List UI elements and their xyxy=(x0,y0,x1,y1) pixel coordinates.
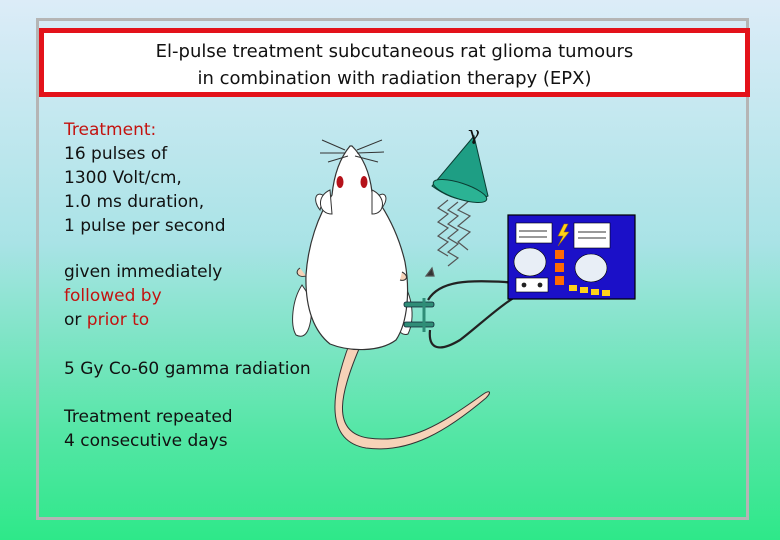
generator-dial-right xyxy=(574,253,608,283)
generator-button-4 xyxy=(569,285,577,291)
repeat-text: Treatment repeated 4 consecutive days xyxy=(64,405,233,453)
radiation-waves xyxy=(424,199,472,277)
electrode-plate-lower xyxy=(403,321,435,328)
display-left-lines xyxy=(519,230,547,238)
rat-eye-left xyxy=(336,176,344,188)
treatment-text: Treatment: 16 pulses of 1300 Volt/cm, 1.… xyxy=(64,118,226,238)
gamma-source: γ xyxy=(431,121,489,204)
generator-button-1 xyxy=(555,250,564,259)
generator-button-5 xyxy=(580,287,588,293)
repeat-line-2: 4 consecutive days xyxy=(64,431,228,451)
rat-ear-left xyxy=(320,189,333,215)
timing-line-3: or prior to xyxy=(64,308,222,332)
title-line-2: in combination with radiation therapy (E… xyxy=(197,68,592,89)
cable-lower xyxy=(428,288,529,349)
generator-display-right xyxy=(573,222,611,249)
generator-button-7 xyxy=(602,290,610,296)
electrodes xyxy=(403,298,435,332)
repeat-line-1: Treatment repeated xyxy=(64,407,233,427)
generator-button-6 xyxy=(591,289,599,295)
title-line-1: El-pulse treatment subcutaneous rat glio… xyxy=(155,41,634,62)
slide-frame xyxy=(36,18,749,520)
generator-display-left xyxy=(515,222,553,244)
generator-button-2 xyxy=(555,263,564,272)
generator-dial-left xyxy=(513,247,547,277)
electrode-plate-upper xyxy=(403,301,435,308)
treatment-line-5: 1 pulse per second xyxy=(64,216,226,236)
timing-line-3-prefix: or xyxy=(64,310,87,330)
radiation-arrow-head xyxy=(424,266,435,277)
rat-eye-right xyxy=(360,176,368,188)
timing-line-1: given immediately xyxy=(64,262,223,282)
rat-whiskers xyxy=(320,139,385,163)
output-jack-1 xyxy=(521,282,527,288)
gamma-symbol: γ xyxy=(468,121,480,145)
treatment-line-1: Treatment: xyxy=(64,120,157,140)
gamma-cone-base xyxy=(432,178,488,204)
treatment-line-4: 1.0 ms duration, xyxy=(64,192,205,212)
timing-line-3-emph: prior to xyxy=(86,310,150,330)
output-jack-2 xyxy=(537,282,543,288)
display-right-lines xyxy=(578,231,606,239)
rat-ear-right xyxy=(371,189,383,215)
timing-line-2: followed by xyxy=(64,286,162,306)
pulse-generator xyxy=(507,214,636,300)
generator-button-3 xyxy=(555,276,564,285)
rat-tail xyxy=(334,341,490,450)
treatment-line-2: 16 pulses of xyxy=(64,144,168,164)
rat-body xyxy=(305,145,409,351)
radiation-text: 5 Gy Co-60 gamma radiation xyxy=(64,359,311,379)
timing-text: given immediately followed by or prior t… xyxy=(64,260,222,332)
rat-paw-right xyxy=(399,271,407,281)
rat-paw-left xyxy=(296,267,307,277)
title-box: El-pulse treatment subcutaneous rat glio… xyxy=(39,28,750,97)
generator-output-panel xyxy=(515,277,549,293)
lightning-icon xyxy=(557,223,570,247)
rat xyxy=(292,139,413,351)
treatment-line-3: 1300 Volt/cm, xyxy=(64,168,182,188)
